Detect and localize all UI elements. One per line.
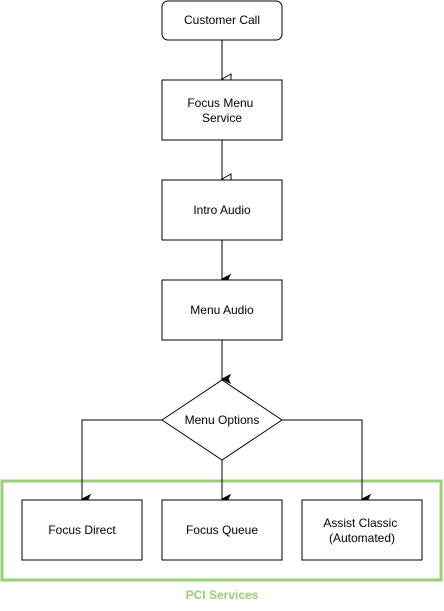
focus-direct-label: Focus Direct <box>48 523 116 537</box>
focus-menu-service-label: Focus Menu Service <box>187 96 256 125</box>
intro-audio-label: Intro Audio <box>193 203 251 217</box>
edge-menu-options-to-focus-direct <box>82 419 162 499</box>
assist-classic-line-2: (Automated) <box>329 531 395 545</box>
intro-audio-node <box>161 179 283 241</box>
focus-menu-service-node <box>161 79 283 141</box>
edge-menu-options-to-assist-classic <box>282 419 362 499</box>
menu-audio-node <box>161 279 283 341</box>
focus-menu-service-line-1: Focus Menu <box>187 96 253 110</box>
menu-options-decision <box>161 379 283 461</box>
pci-services-label: PCI Services <box>186 588 259 602</box>
customer-call-label: Customer Call <box>184 13 260 27</box>
menu-audio-label: Menu Audio <box>190 303 254 317</box>
focus-direct-node <box>21 499 143 561</box>
focus-queue-label: Focus Queue <box>186 523 258 537</box>
assist-classic-line-1: Assist Classic <box>323 516 397 530</box>
menu-options-label: Menu Options <box>185 413 260 427</box>
assist-classic-label: Assist Classic (Automated) <box>323 516 400 545</box>
focus-menu-service-line-2: Service <box>202 111 242 125</box>
focus-queue-node <box>161 499 283 561</box>
customer-call-node <box>161 0 283 41</box>
assist-classic-node <box>301 499 423 561</box>
